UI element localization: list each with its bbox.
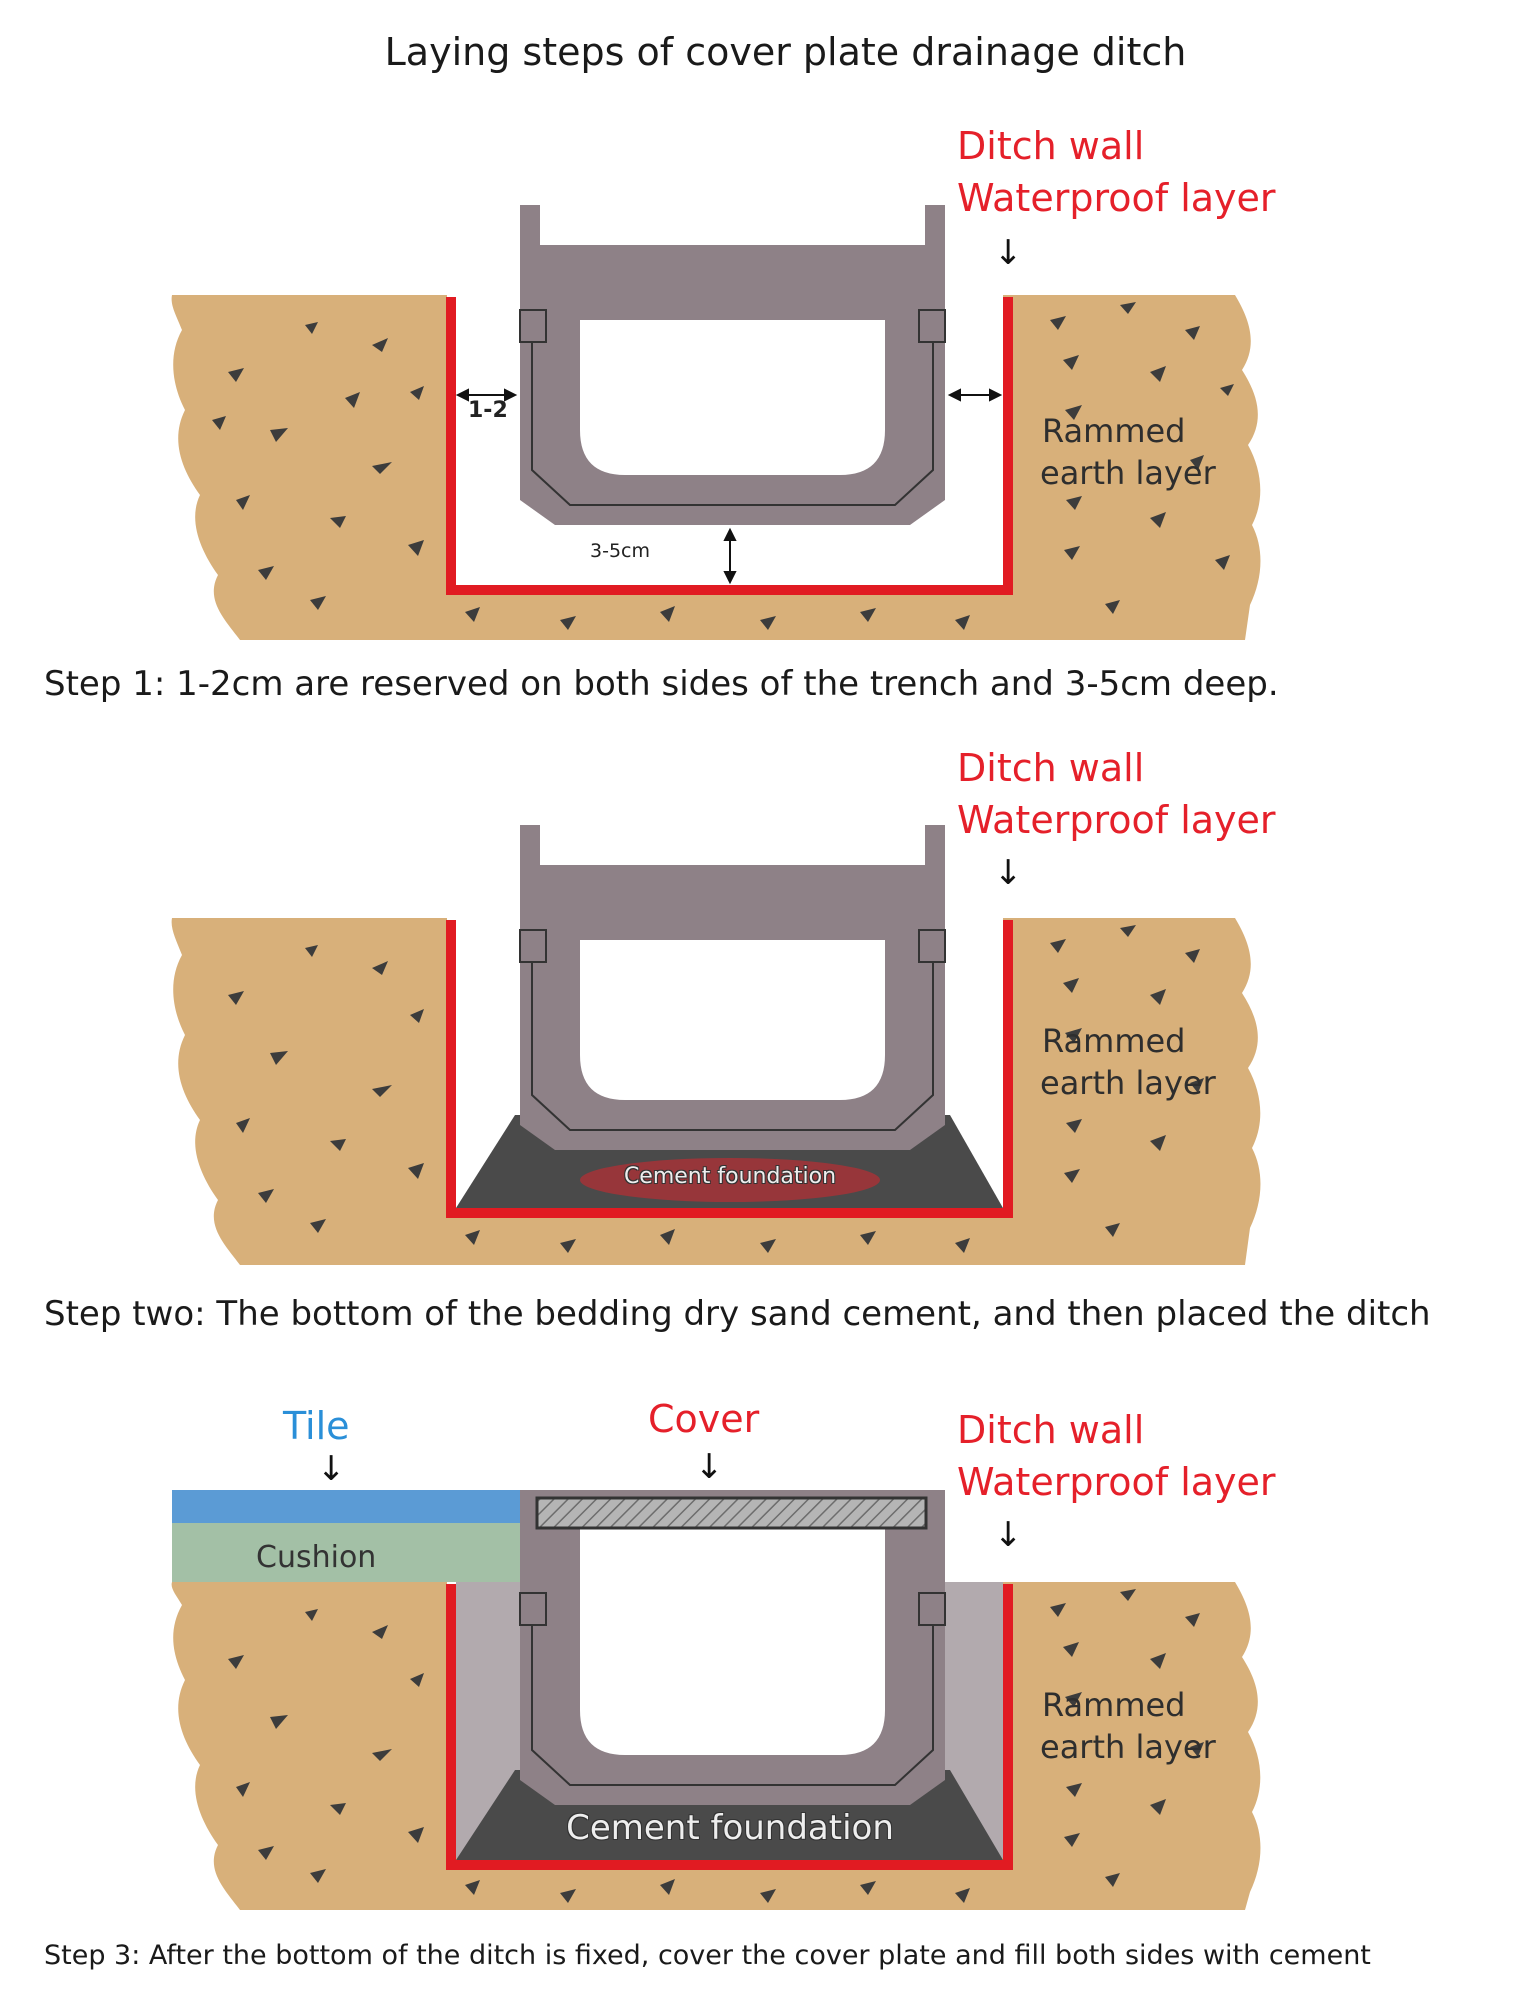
precast-channel — [520, 825, 945, 1150]
earth-right — [1003, 1582, 1261, 1910]
earth-left — [171, 918, 447, 1265]
waterproof-layer-label-1: Waterproof layer — [957, 176, 1276, 220]
waterproof-layer — [446, 297, 1013, 595]
earth-label-1a: Rammed — [1042, 412, 1186, 450]
ditch-wall-label-2: Ditch wall — [957, 746, 1145, 790]
step1-caption: Step 1: 1-2cm are reserved on both sides… — [44, 664, 1279, 704]
waterproof-layer-label-2: Waterproof layer — [957, 798, 1276, 842]
earth-label-2b: earth layer — [1040, 1064, 1216, 1102]
cover-label: Cover — [648, 1397, 760, 1441]
waterproof-layer — [446, 1584, 1013, 1870]
arrow-down-icon: ↓ — [994, 853, 1023, 893]
earth-label-3b: earth layer — [1040, 1728, 1216, 1766]
earth-rocks — [228, 1589, 1204, 1903]
arrow-down-icon: ↓ — [695, 1447, 724, 1487]
step2-diagram — [171, 825, 1261, 1265]
step3-caption: Step 3: After the bottom of the ditch is… — [44, 1940, 1371, 1971]
earth-rocks — [212, 302, 1234, 630]
arrow-down-icon: ↓ — [994, 1515, 1023, 1555]
waterproof-layer — [446, 920, 1013, 1218]
cushion-label: Cushion — [256, 1540, 377, 1575]
earth-label-1b: earth layer — [1040, 454, 1216, 492]
channel-inner-line — [531, 962, 934, 1131]
page-title: Laying steps of cover plate drainage dit… — [384, 30, 1187, 74]
precast-channel — [520, 205, 945, 525]
earth-left — [171, 295, 447, 640]
precast-channel — [520, 1490, 945, 1805]
earth-rocks — [228, 925, 1204, 1253]
step2-caption: Step two: The bottom of the bedding dry … — [44, 1294, 1431, 1334]
dimension-arrows — [455, 388, 1003, 585]
arrow-down-icon: ↓ — [994, 233, 1023, 273]
tile-label: Tile — [283, 1404, 350, 1448]
cement-foundation-label-3: Cement foundation — [566, 1808, 894, 1848]
cement-foundation-label-2: Cement foundation — [623, 1164, 837, 1189]
earth-label-3a: Rammed — [1042, 1686, 1186, 1724]
waterproof-layer-label-3: Waterproof layer — [957, 1460, 1276, 1504]
dim-side-label: 1-2 — [468, 398, 508, 423]
channel-inner-line — [531, 1625, 934, 1786]
ditch-wall-label-3: Ditch wall — [957, 1408, 1145, 1452]
channel-inner-line — [531, 342, 934, 506]
earth-right — [1003, 918, 1261, 1265]
tile-layer — [172, 1490, 520, 1523]
earth-left — [171, 1582, 447, 1910]
step3-diagram — [171, 1490, 1261, 1910]
cover-plate — [535, 1496, 928, 1530]
dim-depth-label: 3-5cm — [590, 540, 650, 562]
earth-label-2a: Rammed — [1042, 1022, 1186, 1060]
ditch-wall-label-1: Ditch wall — [957, 124, 1145, 168]
foundation-glow — [580, 1158, 880, 1202]
arrow-down-icon: ↓ — [317, 1449, 346, 1489]
cushion-layer — [172, 1523, 520, 1582]
step1-diagram — [171, 205, 1261, 640]
